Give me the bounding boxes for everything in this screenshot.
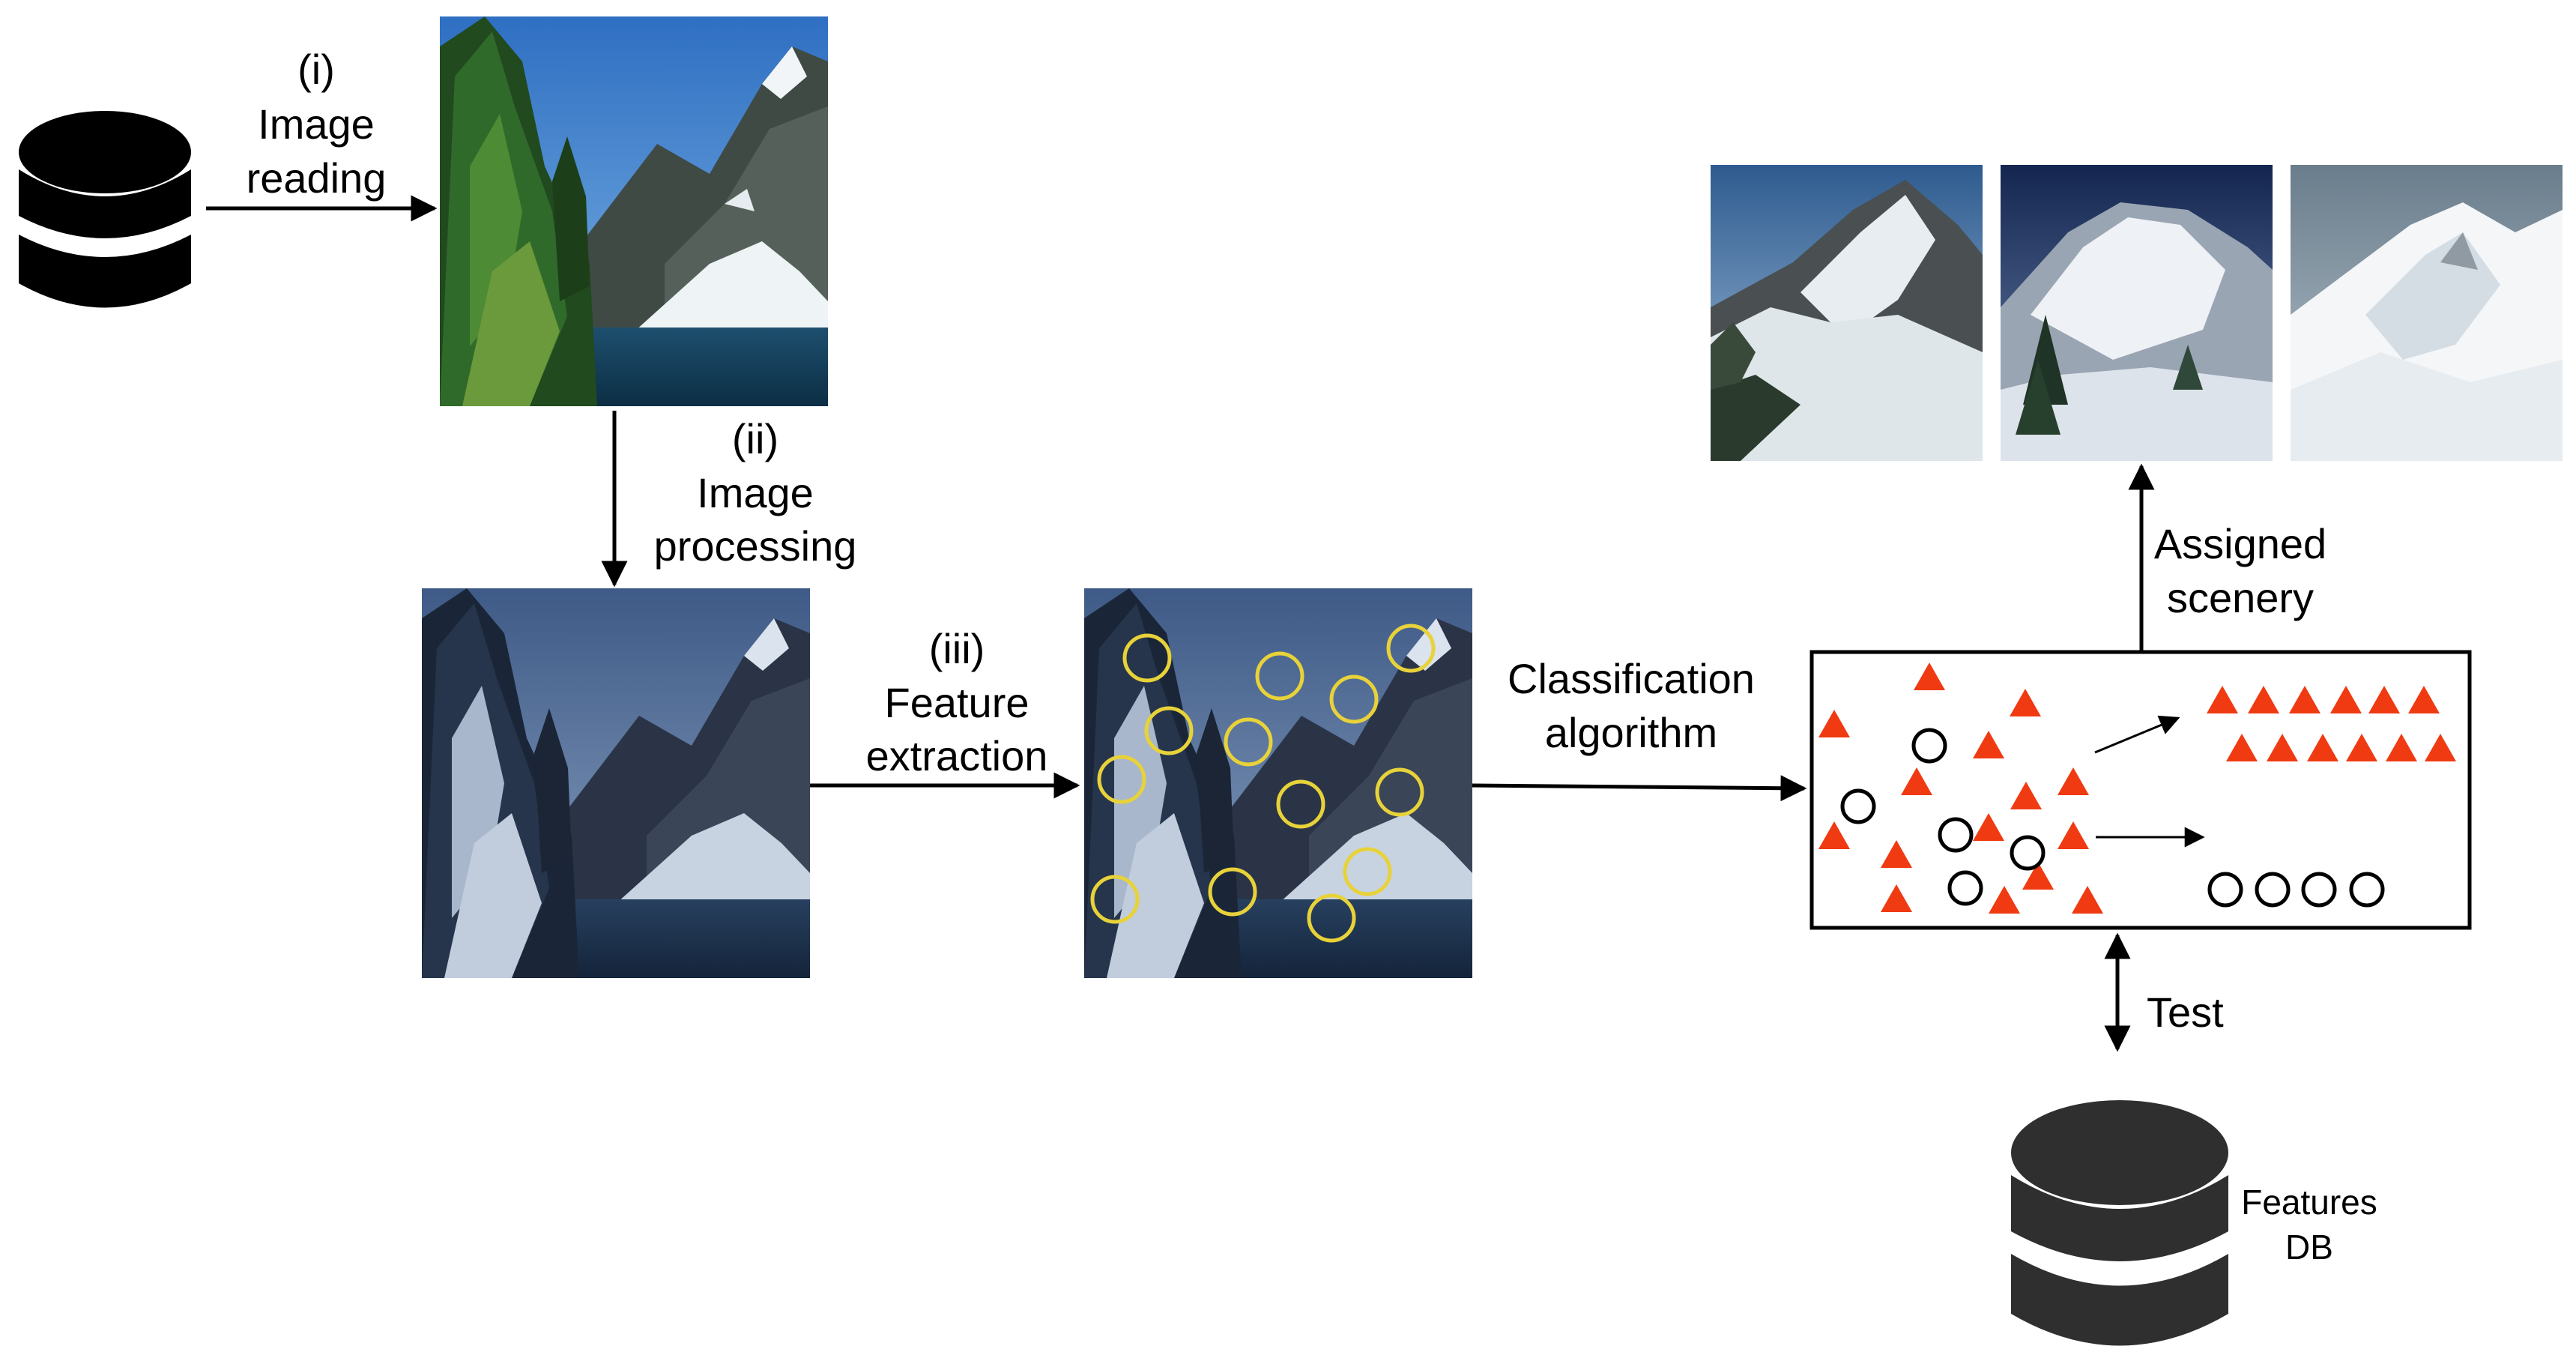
class-triangle (1818, 821, 1850, 849)
class-triangle (1989, 886, 2020, 914)
sorted-triangle (2248, 686, 2279, 713)
svg-text:reading: reading (247, 154, 387, 202)
class-triangle (2022, 862, 2054, 890)
result-photo (2001, 165, 2273, 461)
svg-text:Classification: Classification (1508, 655, 1755, 702)
svg-text:(iii): (iii) (929, 625, 985, 672)
class-triangle (2058, 821, 2089, 849)
svg-text:DB: DB (2285, 1228, 2333, 1267)
feature-circle (1386, 624, 1436, 673)
label-image-processing: (ii) Image processing (654, 415, 857, 570)
svg-text:extraction: extraction (866, 732, 1048, 779)
class-circle (1938, 817, 1974, 853)
sorted-triangle (2408, 686, 2440, 713)
arrow-to-triangle-class (2094, 715, 2180, 754)
class-circle (1840, 788, 1876, 824)
sorted-triangle (2267, 734, 2298, 761)
svg-text:Assigned: Assigned (2154, 520, 2326, 567)
svg-text:processing: processing (654, 522, 857, 570)
original-photo (440, 16, 828, 406)
class-triangle (1881, 884, 1912, 912)
database-icon (2011, 1100, 2228, 1346)
feature-circle (1144, 706, 1194, 755)
label-feature-extraction: (iii) Feature extraction (866, 625, 1048, 779)
sorted-triangle (2425, 734, 2456, 761)
class-triangle (1818, 710, 1850, 737)
feature-photo (1084, 588, 1472, 978)
feature-circle (1224, 717, 1273, 767)
feature-circle (1307, 893, 1356, 943)
sorted-circle (2301, 872, 2337, 908)
result-photo (2291, 165, 2563, 461)
sorted-triangle (2226, 734, 2258, 761)
svg-text:algorithm: algorithm (1545, 709, 1717, 756)
processed-photo (422, 588, 810, 978)
svg-text:Image: Image (697, 469, 814, 516)
class-triangle (2058, 767, 2089, 795)
sorted-triangle (2289, 686, 2320, 713)
feature-circle (1090, 875, 1140, 924)
feature-circle (1122, 633, 1172, 683)
class-triangle (2010, 689, 2041, 716)
svg-text:(ii): (ii) (732, 415, 778, 462)
sorted-triangle (2346, 734, 2377, 761)
feature-circle (1255, 651, 1304, 701)
sorted-triangle (2368, 686, 2400, 713)
feature-circle (1343, 847, 1392, 896)
sorted-circle (2207, 872, 2243, 908)
label-test: Test (2147, 989, 2224, 1036)
label-classification-algorithm: Classification algorithm (1508, 655, 1755, 756)
sorted-triangle (2386, 734, 2417, 761)
class-circle (2010, 835, 2046, 871)
classifier-box (1809, 650, 2472, 930)
result-photo (1711, 165, 1983, 461)
sorted-triangle (2307, 734, 2338, 761)
class-triangle (1973, 731, 2004, 758)
class-triangle (2010, 782, 2042, 809)
svg-text:Feature: Feature (885, 679, 1030, 726)
class-triangle (1901, 767, 1932, 795)
class-triangle (1914, 663, 1945, 690)
svg-text:Image: Image (258, 100, 375, 148)
class-circle (1947, 870, 1983, 906)
feature-circle (1276, 779, 1325, 829)
class-triangle (1973, 813, 2004, 841)
database-icon (19, 111, 191, 308)
label-assigned-scenery: Assigned scenery (2154, 520, 2326, 621)
label-features-db: Features DB (2241, 1183, 2377, 1267)
feature-circle (1097, 755, 1146, 804)
svg-text:scenery: scenery (2167, 574, 2314, 621)
class-circle (1911, 728, 1947, 764)
sorted-circle (2349, 872, 2385, 908)
class-triangle (1881, 840, 1912, 868)
sorted-triangle (2207, 686, 2238, 713)
svg-text:(i): (i) (297, 46, 335, 93)
feature-circle (1329, 675, 1379, 724)
label-image-reading: (i) Image reading (247, 46, 387, 202)
feature-circle (1208, 867, 1257, 917)
class-triangle (2072, 886, 2103, 914)
feature-circle (1375, 767, 1424, 817)
arrow-classification (1472, 775, 1807, 802)
sorted-triangle (2330, 686, 2362, 713)
svg-text:Features: Features (2241, 1183, 2377, 1222)
sorted-circle (2255, 872, 2291, 908)
